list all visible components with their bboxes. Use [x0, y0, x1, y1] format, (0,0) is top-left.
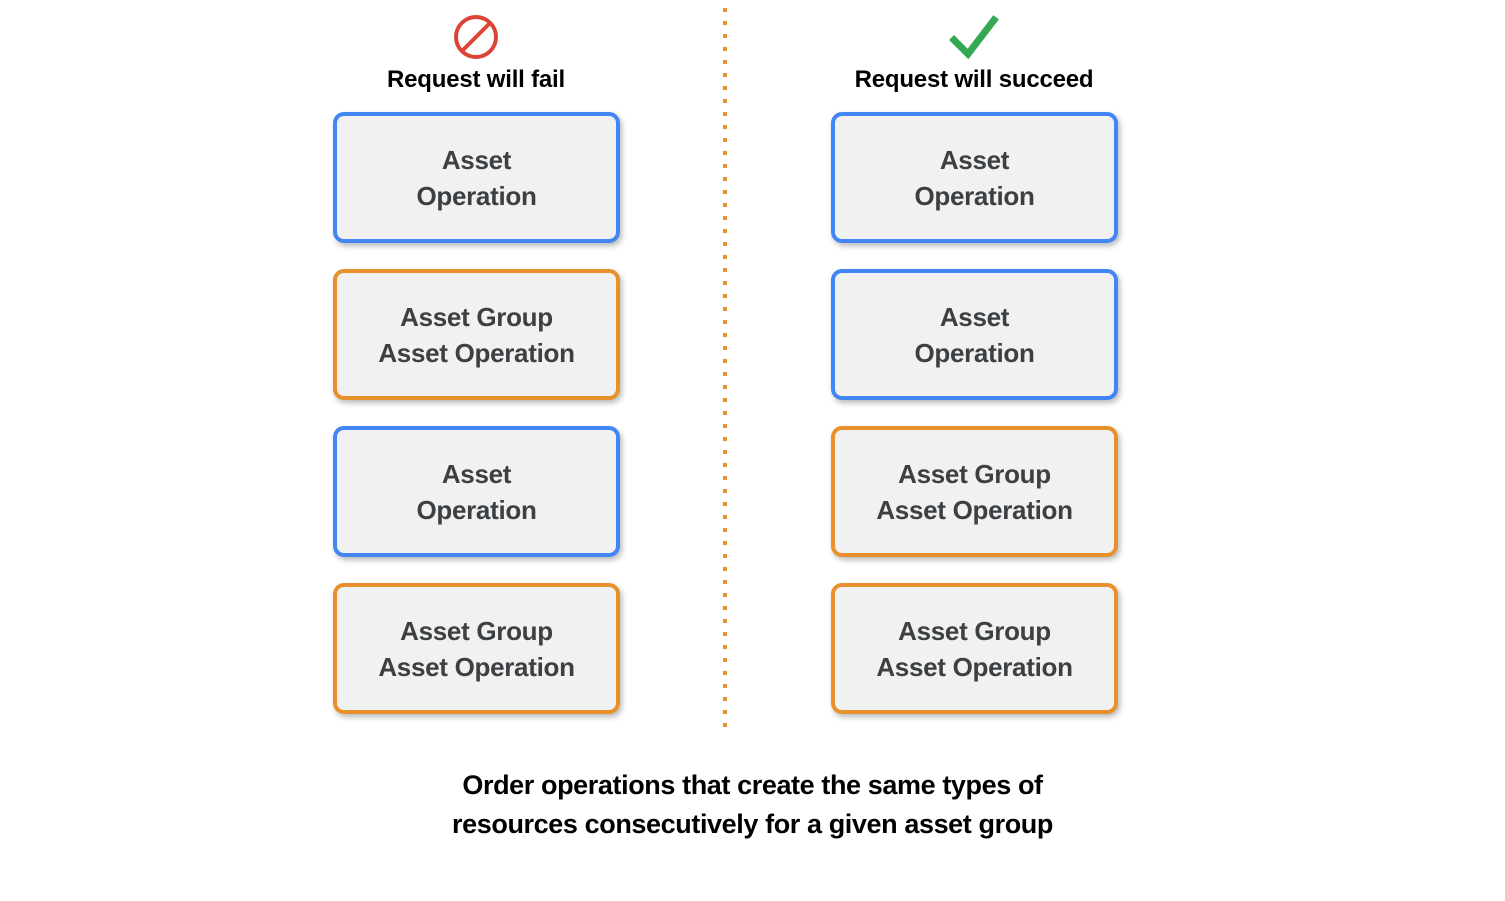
- operation-box[interactable]: Asset Operation: [831, 112, 1118, 243]
- operation-box-label: Asset Operation: [914, 144, 1035, 211]
- column-succeed-heading: Request will succeed: [854, 66, 1094, 93]
- operation-box-label: Asset Operation: [914, 301, 1035, 368]
- operation-box[interactable]: Asset Operation: [333, 112, 620, 243]
- operation-box[interactable]: Asset Operation: [333, 426, 620, 557]
- operation-box-label: Asset Group Asset Operation: [876, 458, 1073, 525]
- operation-box[interactable]: Asset Group Asset Operation: [333, 583, 620, 714]
- column-fail-heading: Request will fail: [387, 66, 565, 93]
- operation-box-label: Asset Group Asset Operation: [378, 301, 575, 368]
- column-fail-box-stack: Asset Operation Asset Group Asset Operat…: [333, 112, 620, 740]
- diagram-caption: Order operations that create the same ty…: [452, 770, 1053, 839]
- column-succeed-box-stack: Asset Operation Asset Operation Asset Gr…: [831, 112, 1118, 740]
- operation-box[interactable]: Asset Group Asset Operation: [831, 426, 1118, 557]
- checkmark-icon: [794, 8, 1154, 66]
- operation-box[interactable]: Asset Group Asset Operation: [333, 269, 620, 400]
- column-succeed-header: Request will succeed: [794, 8, 1154, 94]
- operation-box[interactable]: Asset Operation: [831, 269, 1118, 400]
- operation-box-label: Asset Group Asset Operation: [876, 615, 1073, 682]
- operation-box-label: Asset Group Asset Operation: [378, 615, 575, 682]
- column-divider: [723, 8, 727, 736]
- operation-box-label: Asset Operation: [416, 144, 537, 211]
- operation-box-label: Asset Operation: [416, 458, 537, 525]
- prohibition-icon: [296, 8, 656, 66]
- operation-box[interactable]: Asset Group Asset Operation: [831, 583, 1118, 714]
- column-fail-header: Request will fail: [296, 8, 656, 94]
